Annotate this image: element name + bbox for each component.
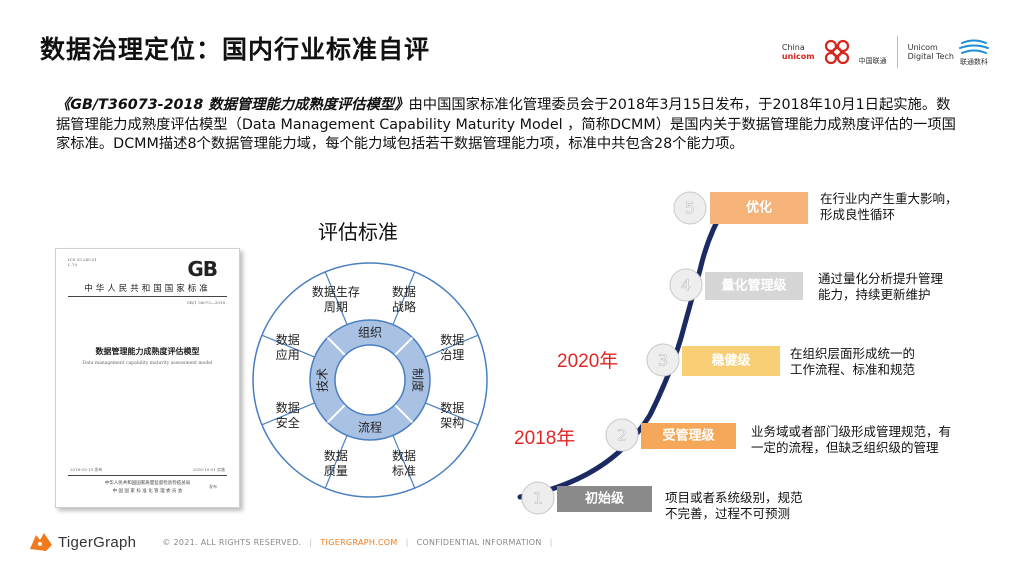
- maturity-level-description: 在组织层面形成统一的工作流程、标准和规范: [790, 346, 915, 377]
- unicom-digital-tech-logo: Unicom Digital Tech 联通数科: [908, 38, 990, 67]
- maturity-level-name: 优化: [746, 200, 772, 216]
- wheel-domain-label: 数据质量: [324, 448, 348, 478]
- maturity-level-name: 受管理级: [662, 428, 715, 444]
- doc-impl-date: 2018-10-01 实施: [193, 467, 225, 473]
- maturity-level-description: 业务域或者部门级形成管理规范，有一定的流程，但缺乏组织级的管理: [751, 424, 951, 455]
- maturity-level-description: 通过量化分析提升管理能力，持续更新维护: [818, 271, 944, 302]
- wheel-domain-label: 数据架构: [440, 400, 464, 430]
- wheel-inner-label: 技术: [316, 368, 330, 392]
- footer-separator: |: [309, 538, 312, 547]
- doc-title: 数据管理能力成熟度评估模型: [56, 346, 239, 357]
- wheel-domain-label: 数据治理: [440, 332, 464, 362]
- maturity-level-name: 量化管理级: [721, 278, 787, 294]
- footer-brand: TigerGraph: [58, 534, 136, 551]
- dcmm-wheel: 数据战略数据治理数据架构数据标准数据质量数据安全数据应用数据生存周期组织制度流程…: [250, 260, 490, 500]
- maturity-level-name: 初始级: [585, 491, 625, 507]
- maturity-level-description: 项目或者系统级别，规范不完善，过程不可预测: [665, 490, 803, 521]
- footer-url-link[interactable]: TIGERGRAPH.COM: [320, 538, 397, 547]
- maturity-level-number: 5: [685, 199, 695, 218]
- wheel-domain-label: 数据标准: [392, 448, 416, 478]
- logo-text: China: [782, 43, 815, 52]
- tigergraph-logo-icon: [28, 531, 54, 553]
- doc-rule: [68, 296, 227, 297]
- wheel-domain-label: 数据安全: [276, 400, 300, 430]
- year-2018-label: 2018年: [514, 423, 575, 450]
- doc-org-title: 中华人民共和国国家标准: [56, 282, 239, 294]
- footer-separator: |: [406, 538, 409, 547]
- doc-rule: [68, 475, 227, 476]
- doc-code: GB/T 36073—2018: [187, 300, 225, 305]
- logo-text: Unicom: [908, 43, 954, 52]
- maturity-level-name: 稳健级: [711, 353, 751, 369]
- footer-copyright: © 2021. ALL RIGHTS RESERVED.: [162, 538, 301, 547]
- wheel-center: [335, 345, 405, 415]
- logo-text: unicom: [782, 52, 815, 61]
- logo-text: 中国联通: [859, 57, 887, 66]
- maturity-level-description: 在行业内产生重大影响，形成良性循环: [820, 191, 958, 222]
- doc-publish-tag: 发布: [209, 484, 217, 490]
- maturity-level-number: 4: [681, 276, 691, 295]
- maturity-level-number: 3: [658, 351, 668, 370]
- year-2020-label: 2020年: [557, 346, 618, 373]
- gb-logo: GB: [187, 257, 217, 281]
- evaluation-standard-heading: 评估标准: [318, 216, 398, 245]
- wheel-domain-label: 数据战略: [392, 284, 416, 314]
- wheel-domain-label: 数据应用: [276, 332, 300, 362]
- wheel-inner-label: 流程: [358, 420, 382, 435]
- logo-text: 联通数科: [960, 58, 988, 67]
- intro-paragraph: 《GB/T36073-2018 数据管理能力成熟度评估模型》由中国国家标准化管理…: [56, 96, 956, 155]
- footer: TigerGraph © 2021. ALL RIGHTS RESERVED. …: [28, 531, 561, 553]
- slide-title: 数据治理定位：国内行业标准自评: [40, 30, 430, 66]
- maturity-level-number: 2: [617, 426, 627, 445]
- digital-tech-waves-icon: [958, 38, 990, 58]
- wheel-inner-label: 制度: [411, 368, 426, 392]
- logo-divider: [897, 36, 898, 68]
- logo-text: Digital Tech: [908, 52, 954, 61]
- footer-confidential: CONFIDENTIAL INFORMATION: [417, 538, 542, 547]
- doc-release-date: 2018-03-15 发布: [70, 467, 102, 473]
- unicom-knot-icon: [819, 38, 855, 66]
- intro-standard-name: 《GB/T36073-2018 数据管理能力成熟度评估模型》: [56, 97, 409, 113]
- china-unicom-logo: China unicom 中国联通: [782, 38, 887, 66]
- wheel-inner-label: 组织: [358, 326, 382, 340]
- doc-subtitle: Data management capability maturity asse…: [56, 361, 239, 366]
- footer-separator: |: [550, 538, 553, 547]
- maturity-level-number: 1: [533, 489, 543, 508]
- header-logos: China unicom 中国联通 Unicom Digital Tech: [782, 36, 990, 68]
